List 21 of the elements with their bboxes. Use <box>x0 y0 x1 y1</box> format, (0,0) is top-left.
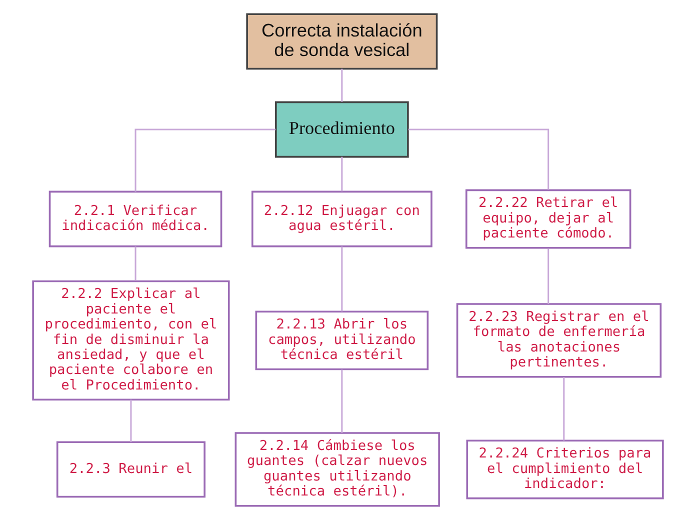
node-box: 2.2.13 Abrir los campos, utilizando técnica estéril <box>255 310 429 370</box>
node-box: Procedimiento <box>275 101 409 158</box>
connector <box>408 128 550 190</box>
node-box: 2.2.23 Registrar en el formato de enfermería las anotaciones pertinentes. <box>456 303 662 378</box>
connector <box>134 128 276 192</box>
connector <box>563 377 565 441</box>
node-box: 2.2.12 Enjuagar con agua estéril. <box>251 190 432 248</box>
connector <box>548 248 550 304</box>
node-box: Correcta instalación de sonda vesical <box>246 13 438 70</box>
node-box: 2.2.14 Cámbiese los guantes (calzar nuevos guantes utilizando técnica estéril). <box>234 432 440 507</box>
connector <box>341 156 343 192</box>
node-box: 2.2.22 Retirar el equipo, dejar al paciente cómodo. <box>465 189 632 249</box>
connector <box>134 246 136 281</box>
connector <box>341 370 343 433</box>
connector <box>341 68 343 102</box>
connector <box>341 246 343 312</box>
node-box: 2.2.3 Reunir el <box>56 441 206 498</box>
node-box: 2.2.2 Explicar al paciente el procedimiento, con el fin de disminuir la ansiedad, y que el paciente colabore en el Procedimiento. <box>32 280 230 401</box>
node-box: 2.2.1 Verificar indicación médica. <box>48 190 222 248</box>
connector <box>130 400 132 442</box>
node-box: 2.2.24 Criterios para el cumplimiento del indicador: <box>466 440 664 500</box>
